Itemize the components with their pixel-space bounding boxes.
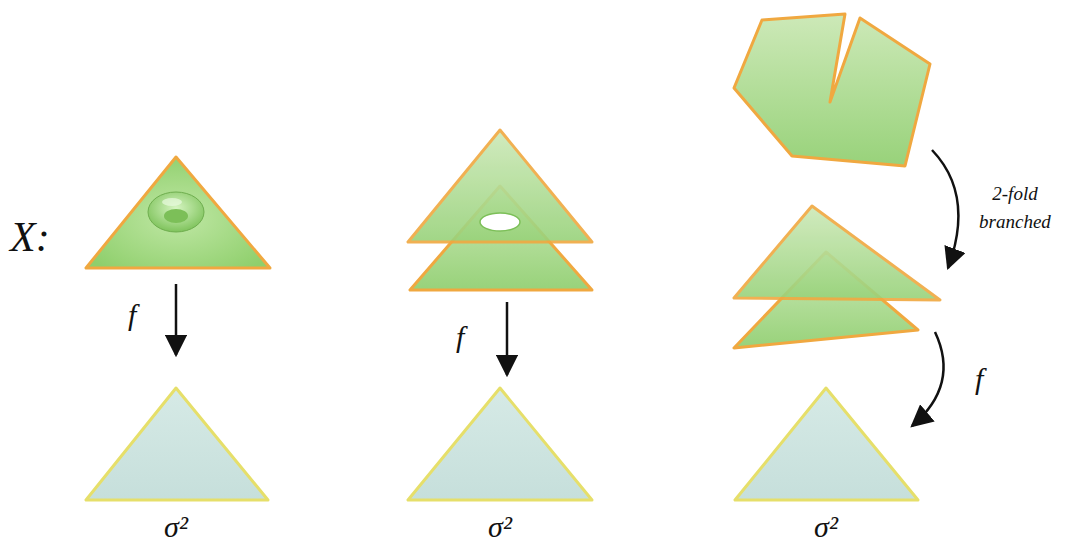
map-label: f [128,300,136,330]
simplex-label: σ² [488,512,512,542]
cover-label: 2-fold branched [975,180,1055,235]
map-label: f [975,364,983,394]
space-label: X: [10,216,50,258]
map-label: f [456,322,464,352]
simplex-label: σ² [814,512,838,542]
simplex-label: σ² [164,512,188,542]
